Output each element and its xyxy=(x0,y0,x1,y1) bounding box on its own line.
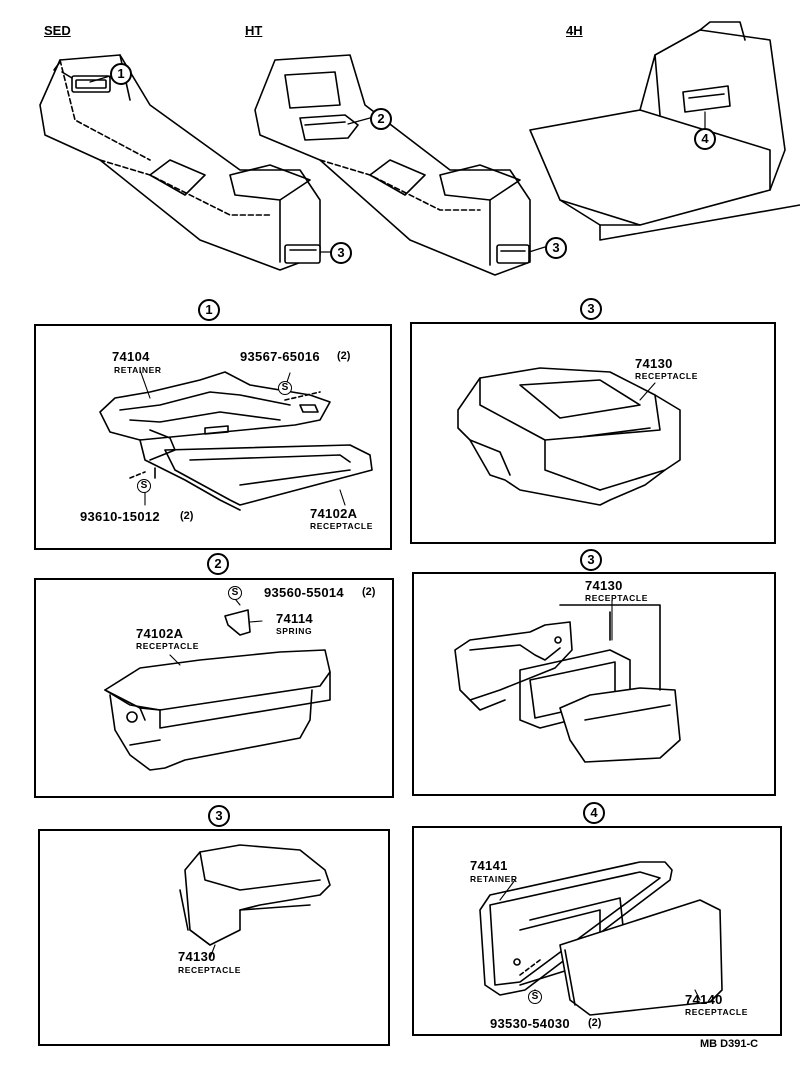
part-number-93560-55014: 93560-55014 xyxy=(264,585,344,600)
part-desc-receptacle-4: RECEPTACLE xyxy=(685,1007,748,1017)
part-number-74104: 74104 xyxy=(112,349,150,364)
panel-2-drawing xyxy=(104,609,331,771)
part-number-93567-65016: 93567-65016 xyxy=(240,349,320,364)
part-qty-93567: (2) xyxy=(337,350,351,362)
part-number-74130-b: 74130 xyxy=(585,578,623,593)
part-number-74102A-p1: 74102A xyxy=(310,506,358,521)
panel-3a-frame xyxy=(410,322,776,544)
part-number-74141: 74141 xyxy=(470,858,508,873)
callout-4h-4: 4 xyxy=(694,128,716,150)
part-desc-spring: SPRING xyxy=(276,626,313,636)
sed-console-drawing xyxy=(39,54,321,271)
panel-4-callout: 4 xyxy=(583,802,605,824)
part-desc-retainer: RETAINER xyxy=(114,365,162,375)
4h-header: 4H xyxy=(566,23,583,38)
sed-header: SED xyxy=(44,23,71,38)
ht-console-drawing xyxy=(254,54,531,276)
panel-3b-callout: 3 xyxy=(580,549,602,571)
panel-3c-callout: 3 xyxy=(208,805,230,827)
panel-4-drawing xyxy=(479,861,723,1016)
panel-4-frame xyxy=(412,826,782,1036)
part-desc-retainer-4: RETAINER xyxy=(470,874,518,884)
part-desc-receptacle-a: RECEPTACLE xyxy=(635,371,698,381)
part-qty-93610: (2) xyxy=(180,510,194,522)
callout-ht-3: 3 xyxy=(545,237,567,259)
part-desc-receptacle-b: RECEPTACLE xyxy=(585,593,648,603)
panel-1-callout: 1 xyxy=(198,299,220,321)
panel-3b-frame xyxy=(412,572,776,796)
part-number-93610-15012: 93610-15012 xyxy=(80,509,160,524)
panel-3a-drawing xyxy=(457,367,681,506)
part-number-74140: 74140 xyxy=(685,992,723,1007)
part-qty-93560: (2) xyxy=(362,586,376,598)
screw-symbol-4: S xyxy=(528,990,542,1004)
callout-sed-3: 3 xyxy=(330,242,352,264)
part-number-74130-a: 74130 xyxy=(635,356,673,371)
callout-ht-2: 2 xyxy=(370,108,392,130)
screw-symbol-1a: S xyxy=(278,381,292,395)
part-number-74130-c: 74130 xyxy=(178,949,216,964)
part-qty-93530: (2) xyxy=(588,1017,602,1029)
drawing-code: MB D391-C xyxy=(700,1038,759,1050)
4h-seat-drawing xyxy=(529,21,800,241)
screw-symbol-1b: S xyxy=(137,479,151,493)
part-desc-receptacle-p1: RECEPTACLE xyxy=(310,521,373,531)
part-number-74102A-p2: 74102A xyxy=(136,626,184,641)
ht-header: HT xyxy=(245,23,263,38)
panel-3c-frame xyxy=(38,829,390,1046)
part-number-74114: 74114 xyxy=(276,611,313,626)
panel-2-callout: 2 xyxy=(207,553,229,575)
panel-1-frame xyxy=(34,324,392,550)
panel-3a-callout: 3 xyxy=(580,298,602,320)
panel-2-frame xyxy=(34,578,394,798)
part-number-93530-54030: 93530-54030 xyxy=(490,1016,570,1031)
panel-1-drawing xyxy=(99,371,373,511)
panel-3c-drawing xyxy=(179,844,331,946)
screw-symbol-2: S xyxy=(228,586,242,600)
callout-sed-1: 1 xyxy=(110,63,132,85)
part-desc-receptacle-p2: RECEPTACLE xyxy=(136,641,199,651)
panel-3b-drawing xyxy=(454,604,681,763)
part-desc-receptacle-c: RECEPTACLE xyxy=(178,965,241,975)
